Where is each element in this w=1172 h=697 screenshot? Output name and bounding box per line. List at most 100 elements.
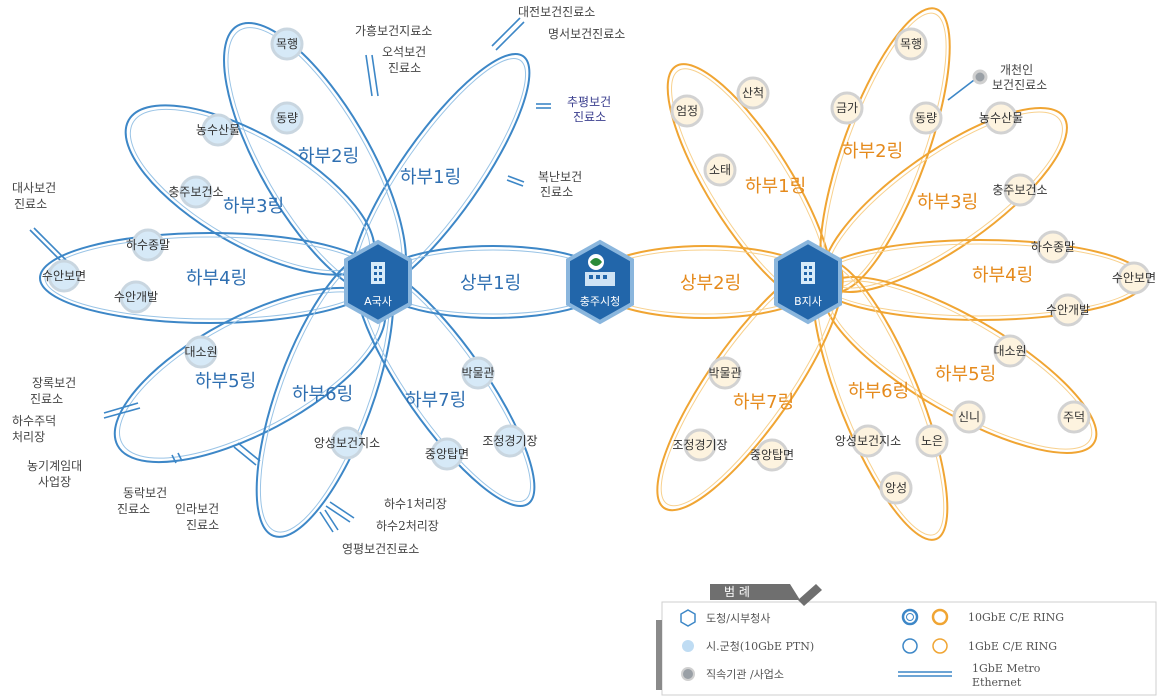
svg-text:Ethernet: Ethernet xyxy=(972,676,1022,689)
upper-ring-1-label: 상부1링 xyxy=(460,273,521,294)
svg-text:농수산물: 농수산물 xyxy=(979,111,1023,125)
svg-text:진료소: 진료소 xyxy=(388,61,421,75)
svg-text:목행: 목행 xyxy=(900,36,922,51)
b-node-chungju-health[interactable]: 충주보건소 xyxy=(992,173,1048,207)
b-ring-2-label: 하부2링 xyxy=(842,141,903,162)
svg-text:대사보건: 대사보건 xyxy=(12,181,56,195)
svg-text:농기계임대: 농기계임대 xyxy=(27,459,82,473)
svg-text:금가: 금가 xyxy=(836,101,858,115)
svg-text:하수종말: 하수종말 xyxy=(126,238,170,252)
svg-text:범 례: 범 례 xyxy=(724,585,750,599)
svg-text:대전보건진료소: 대전보건진료소 xyxy=(518,5,595,19)
a-node-museum[interactable]: 박물관 xyxy=(461,356,495,390)
b-ring-5-label: 하부5링 xyxy=(935,364,996,385)
hub-city-hall[interactable]: 충주시청 xyxy=(566,239,634,325)
b-node-angseong[interactable]: 앙성 xyxy=(879,471,913,505)
svg-text:보건진료소: 보건진료소 xyxy=(992,78,1047,92)
a-ring-5-label: 하부5링 xyxy=(195,371,256,392)
b-node-sinni[interactable]: 신니 xyxy=(952,400,986,434)
svg-text:하수종말: 하수종말 xyxy=(1031,240,1075,254)
b-node-daesowon[interactable]: 대소원 xyxy=(993,334,1027,368)
b-ring-7-label: 하부7링 xyxy=(733,392,794,413)
b-node-geumga[interactable]: 금가 xyxy=(830,91,864,125)
side-labels: 가흥보건지료소 오석보건 진료소 대전보건진료소 명서보건진료소 추평보건 진료… xyxy=(12,5,625,556)
svg-text:1GbE C/E RING: 1GbE C/E RING xyxy=(968,640,1057,653)
a-ring-4-label: 하부4링 xyxy=(186,268,247,289)
svg-text:목행: 목행 xyxy=(276,36,298,51)
svg-text:산척: 산척 xyxy=(742,86,764,100)
svg-text:중앙탑면: 중앙탑면 xyxy=(750,448,794,462)
svg-text:인라보건: 인라보건 xyxy=(175,502,219,516)
b-node-eomjeong[interactable]: 엄정 xyxy=(670,94,704,128)
a-node-angseong-branch[interactable]: 앙성보건지소 xyxy=(314,426,380,460)
upper-ring-2-label: 상부2링 xyxy=(680,273,741,294)
svg-text:B지사: B지사 xyxy=(794,295,822,308)
svg-text:대소원: 대소원 xyxy=(993,344,1026,358)
a-node-suanbo[interactable]: 수안보면 xyxy=(42,259,86,293)
a-node-chungju-health[interactable]: 충주보건소 xyxy=(168,175,224,209)
a-node-suan-gaebal[interactable]: 수안개발 xyxy=(114,280,158,314)
svg-text:진료소: 진료소 xyxy=(540,185,573,199)
b-node-noeun[interactable]: 노은 xyxy=(915,424,949,458)
a-node-dongnyang[interactable]: 동량 xyxy=(270,101,304,135)
svg-text:하수주덕: 하수주덕 xyxy=(12,414,56,428)
legend-city-icon xyxy=(682,640,694,652)
a-node-daesowon[interactable]: 대소원 xyxy=(184,335,218,369)
svg-text:충주시청: 충주시청 xyxy=(580,295,620,308)
svg-text:하수2처리장: 하수2처리장 xyxy=(376,519,439,533)
b-node-jungang-tap[interactable]: 중앙탑면 xyxy=(750,438,794,472)
pencil-icon xyxy=(798,584,822,606)
svg-text:복난보건: 복난보건 xyxy=(538,170,582,184)
svg-text:사업장: 사업장 xyxy=(38,475,71,489)
b-node-angseong-branch[interactable]: 앙성보건지소 xyxy=(835,424,901,458)
b-node-gaecheon[interactable]: 개천인 보건진료소 xyxy=(972,62,1047,92)
b-ring-4-label: 하부4링 xyxy=(972,265,1033,286)
svg-text:수안보면: 수안보면 xyxy=(1112,271,1156,285)
svg-text:노은: 노은 xyxy=(921,434,943,448)
svg-text:앙성: 앙성 xyxy=(885,481,907,495)
b-node-sotae[interactable]: 소태 xyxy=(703,153,737,187)
building-icon xyxy=(801,262,815,284)
svg-text:진료소: 진료소 xyxy=(573,110,606,124)
svg-text:박물관: 박물관 xyxy=(708,366,741,380)
b-node-joseong[interactable]: 조정경기장 xyxy=(672,428,728,462)
b-ring-3-label: 하부3링 xyxy=(917,192,978,213)
a-node-nongsusanmul[interactable]: 농수산물 xyxy=(196,113,240,147)
svg-text:대소원: 대소원 xyxy=(184,345,217,359)
b-node-nongsusanmul[interactable]: 농수산물 xyxy=(979,101,1023,135)
svg-text:중앙탑면: 중앙탑면 xyxy=(425,447,469,461)
svg-text:처리장: 처리장 xyxy=(12,430,45,444)
a-node-hasu-jongmal[interactable]: 하수종말 xyxy=(126,228,170,262)
b-node-sanchuk[interactable]: 산척 xyxy=(736,76,770,110)
b-node-museum[interactable]: 박물관 xyxy=(708,356,742,390)
svg-text:소태: 소태 xyxy=(709,163,731,177)
b-node-mokhaeng[interactable]: 목행 xyxy=(894,27,928,61)
svg-text:앙성보건지소: 앙성보건지소 xyxy=(314,436,380,450)
b-node-juduk[interactable]: 주덕 xyxy=(1057,400,1091,434)
b-node-suan-gaebal[interactable]: 수안개발 xyxy=(1046,293,1090,327)
b-node-dongnyang[interactable]: 동량 xyxy=(909,101,943,135)
svg-text:직속기관 /사업소: 직속기관 /사업소 xyxy=(706,668,784,681)
a-node-mokhaeng[interactable]: 목행 xyxy=(270,27,304,61)
svg-text:동량: 동량 xyxy=(915,111,937,125)
svg-text:수안개발: 수안개발 xyxy=(1046,303,1090,317)
svg-text:진료소: 진료소 xyxy=(30,392,63,406)
b-node-hasu-jongmal[interactable]: 하수종말 xyxy=(1031,230,1075,264)
a-ring-3-label: 하부3링 xyxy=(223,196,284,217)
svg-text:동락보건: 동락보건 xyxy=(123,486,167,500)
svg-text:개천인: 개천인 xyxy=(1000,62,1033,77)
svg-text:하수1처리장: 하수1처리장 xyxy=(384,497,447,511)
svg-text:영평보건진료소: 영평보건진료소 xyxy=(342,542,419,556)
svg-text:진료소: 진료소 xyxy=(117,502,150,516)
metro-lines xyxy=(29,17,979,533)
hub-b-office[interactable]: B지사 xyxy=(774,239,842,325)
b-node-suanbo[interactable]: 수안보면 xyxy=(1112,261,1156,295)
a-node-joseong[interactable]: 조정경기장 xyxy=(482,424,538,458)
svg-text:엄정: 엄정 xyxy=(676,104,698,118)
svg-text:신니: 신니 xyxy=(958,410,980,424)
svg-text:장록보건: 장록보건 xyxy=(32,376,76,390)
svg-text:충주보건소: 충주보건소 xyxy=(168,185,223,199)
hub-a-office[interactable]: A국사 xyxy=(344,239,412,325)
svg-text:앙성보건지소: 앙성보건지소 xyxy=(835,434,901,448)
a-node-jungang-tap[interactable]: 중앙탑면 xyxy=(425,437,469,471)
